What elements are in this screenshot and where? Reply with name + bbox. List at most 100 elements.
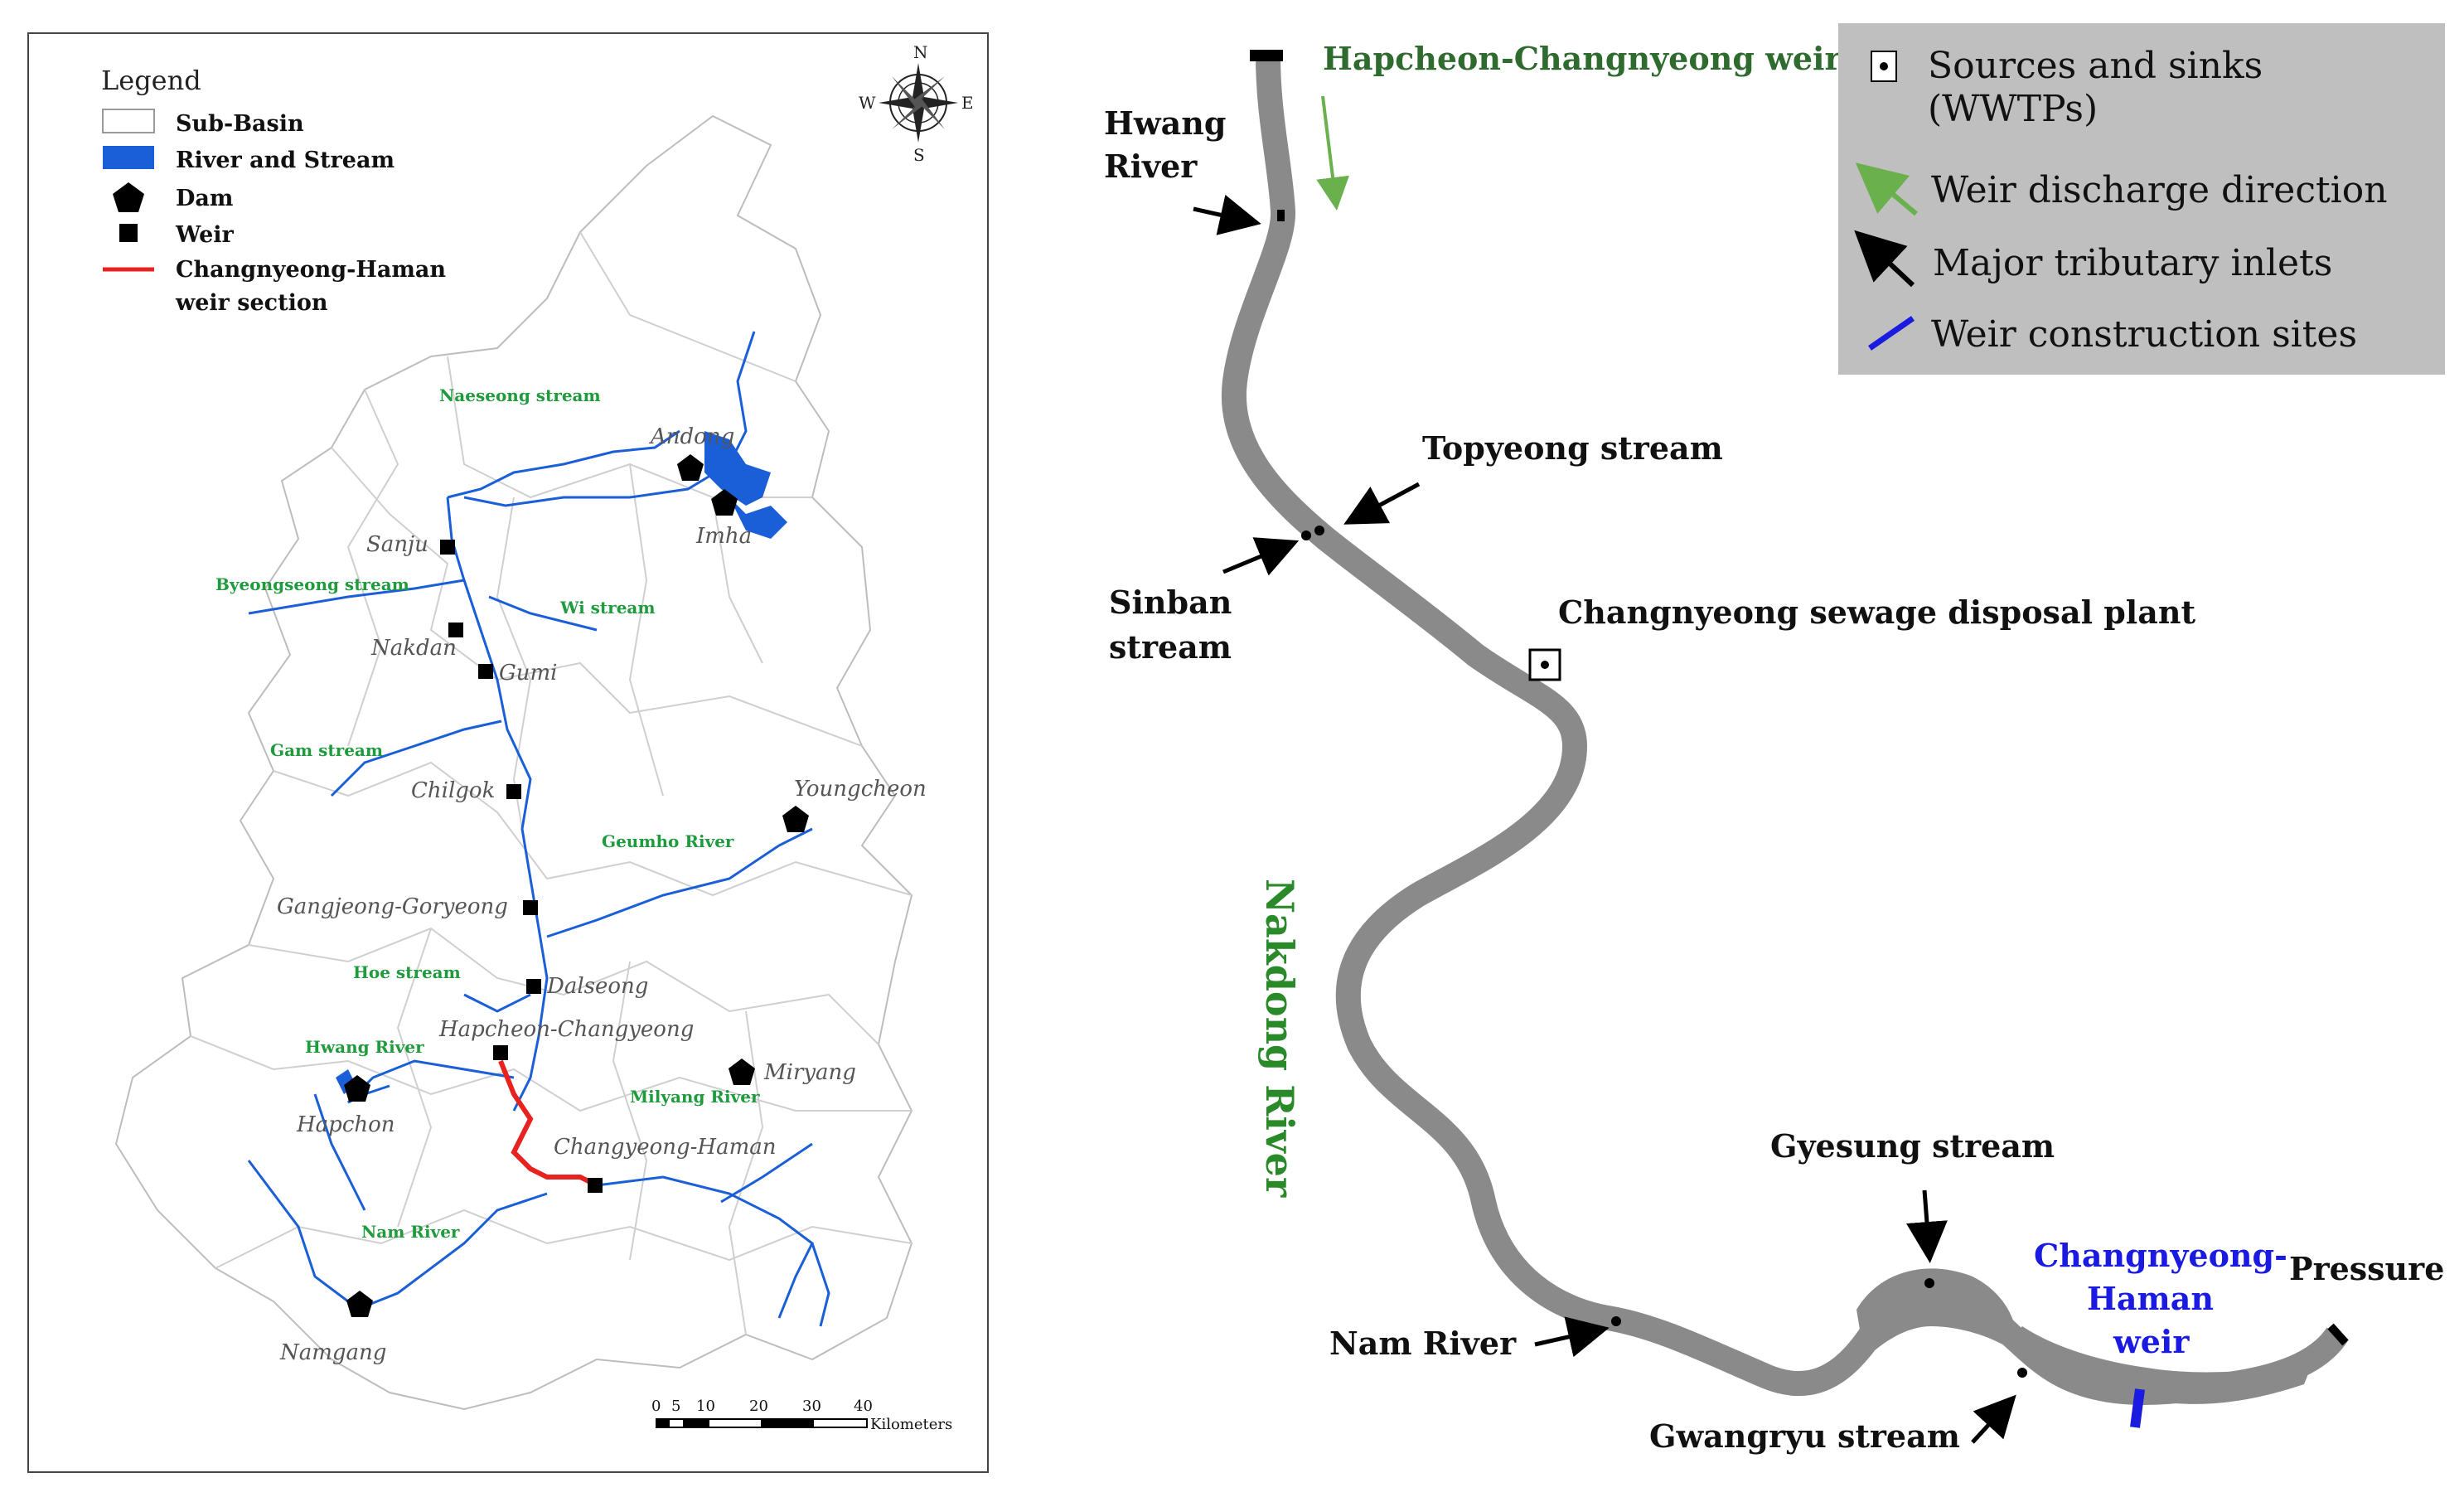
scale-tick-10: 10: [696, 1398, 715, 1415]
dam-namgang-marker: [346, 1291, 373, 1317]
label-nakdan: Nakdan: [370, 636, 457, 661]
sinban-inlet-point: [1301, 530, 1311, 540]
gyesung-bulge: [1856, 1268, 2016, 1359]
label-nam-river: Nam River: [1329, 1325, 1517, 1362]
legend-swatch-sub-basin: [102, 109, 155, 133]
inlet-points: [1277, 210, 2027, 1378]
legend-tributary: Major tributary inlets: [1933, 242, 2332, 284]
label-gwangryu: Gwangryu stream: [1649, 1417, 1960, 1455]
label-wi-stream: Wi stream: [559, 598, 656, 618]
changnyeong-haman-weir-site: [2130, 1388, 2145, 1428]
label-gumi: Gumi: [499, 661, 557, 686]
label-sinban-2: stream: [1109, 628, 1232, 666]
arrow-hwang: [1193, 194, 1261, 235]
left-legend: Legend Sub-Basin River and Stream Dam We…: [101, 65, 446, 316]
topyeong-inlet-point: [1314, 526, 1324, 535]
arrow-topyeong: [1343, 482, 1421, 525]
label-namgang: Namgang: [279, 1340, 386, 1365]
weir-discharge-arrow: [1316, 95, 1349, 211]
scale-unit: Kilometers: [870, 1416, 952, 1433]
weir-changyeong-marker: [588, 1178, 603, 1193]
label-youngcheon: Youngcheon: [794, 777, 927, 802]
arrow-sinban: [1222, 537, 1300, 576]
label-miryang: Miryang: [763, 1060, 856, 1085]
label-imha: Imha: [695, 524, 752, 549]
legend-label-river: River and Stream: [176, 148, 395, 173]
legend-label-sub-basin: Sub-Basin: [176, 111, 304, 137]
river-network: [247, 331, 830, 1327]
changnyeong-haman-section: [498, 1059, 598, 1188]
label-nakdong-river: Nakdong River: [1257, 879, 1302, 1198]
legend-source-dot: [1880, 62, 1888, 70]
basin-outline: [114, 114, 913, 1411]
label-changyeong-haman: Changyeong-Haman: [554, 1135, 777, 1160]
left-map: Andong Imha Sanju Nakdan Gumi Chilgok Yo…: [27, 32, 989, 1473]
legend-title: Legend: [101, 65, 201, 96]
left-map-frame: [27, 32, 989, 1473]
downstream-widen: [2006, 1326, 2312, 1404]
compass-rose: N S E W: [859, 42, 974, 165]
pressure-boundary: [2327, 1323, 2349, 1346]
legend-swatch-river: [103, 146, 154, 169]
legend-black-arrow: [1854, 230, 1915, 288]
label-changnyeong-2: Haman: [2087, 1280, 2214, 1317]
compass-e: E: [961, 93, 974, 113]
dam-youngcheon-marker: [782, 806, 809, 832]
legend-discharge: Weir discharge direction: [1931, 169, 2388, 211]
legend-green-arrow: [1855, 162, 1918, 216]
label-hoe-stream: Hoe stream: [353, 962, 461, 982]
dam-miryang-marker: [729, 1059, 755, 1085]
sewage-plant-marker: [1528, 648, 1561, 681]
arrow-gwangryu: [1971, 1394, 2016, 1444]
label-hwang-river: Hwang River: [305, 1037, 424, 1057]
legend-label-section: Changnyeong-Haman: [176, 257, 446, 283]
upstream-boundary: [1250, 50, 1283, 61]
reservoir-lakes: [336, 431, 787, 1094]
label-hapcheon-weir: Hapcheon-Changnyeong weir: [1323, 40, 1842, 77]
label-gangjeong: Gangjeong-Goryeong: [277, 894, 508, 919]
legend-sources-line1: Sources and sinks: [1928, 45, 2263, 87]
stream-labels: Naeseong stream Byeongseong stream Wi st…: [215, 385, 760, 1242]
label-byeongseong-stream: Byeongseong stream: [215, 574, 409, 594]
legend-label-dam: Dam: [176, 186, 233, 211]
label-hapchon: Hapchon: [296, 1112, 395, 1137]
label-geumho-river: Geumho River: [602, 831, 734, 851]
weir-sanju-marker: [440, 540, 455, 555]
dam-hapchon-marker: [344, 1075, 370, 1102]
label-sanju: Sanju: [366, 532, 428, 557]
sub-basin-boundaries: [190, 231, 913, 1335]
hwang-inlet-point: [1277, 210, 1285, 221]
legend-label-section-line2: weir section: [175, 290, 328, 316]
label-naeseong-stream: Naeseong stream: [439, 385, 601, 405]
label-changnyeong-1: Changnyeong-: [2034, 1237, 2287, 1274]
right-legend: Sources and sinks (WWTPs) Weir discharge…: [1838, 23, 2445, 375]
tributary-arrows: [1193, 194, 2016, 1444]
weir-hapcheon-marker: [493, 1045, 508, 1060]
label-nam-river: Nam River: [361, 1222, 460, 1242]
gwangryu-inlet-point: [2017, 1368, 2027, 1378]
label-sewage-plant: Changnyeong sewage disposal plant: [1558, 593, 2195, 631]
scale-tick-0: 0: [651, 1398, 661, 1415]
weir-gumi-marker: [478, 664, 493, 679]
label-gyesung: Gyesung stream: [1770, 1127, 2055, 1165]
dam-andong-marker: [677, 454, 704, 481]
dams: [344, 454, 809, 1317]
label-milyang-river: Milyang River: [630, 1087, 760, 1107]
weir-nakdan-marker: [448, 623, 463, 637]
scale-tick-5: 5: [671, 1398, 680, 1415]
legend-blue-line: [1868, 316, 1915, 351]
legend-swatch-dam: [113, 182, 144, 212]
compass-n: N: [913, 42, 928, 62]
compass-w: W: [859, 93, 876, 113]
arrow-nam: [1534, 1316, 1610, 1358]
label-hapcheon-changyeong: Hapcheon-Changyeong: [438, 1017, 694, 1042]
arrow-gyesung: [1906, 1189, 1948, 1263]
label-topyeong: Topyeong stream: [1422, 429, 1723, 467]
weirs: [440, 540, 603, 1193]
label-pressure: Pressure: [2289, 1250, 2444, 1287]
legend-label-weir: Weir: [175, 222, 235, 248]
place-labels: Andong Imha Sanju Nakdan Gumi Chilgok Yo…: [277, 424, 927, 1365]
label-changnyeong-3: weir: [2113, 1323, 2190, 1360]
scale-tick-30: 30: [802, 1398, 821, 1415]
